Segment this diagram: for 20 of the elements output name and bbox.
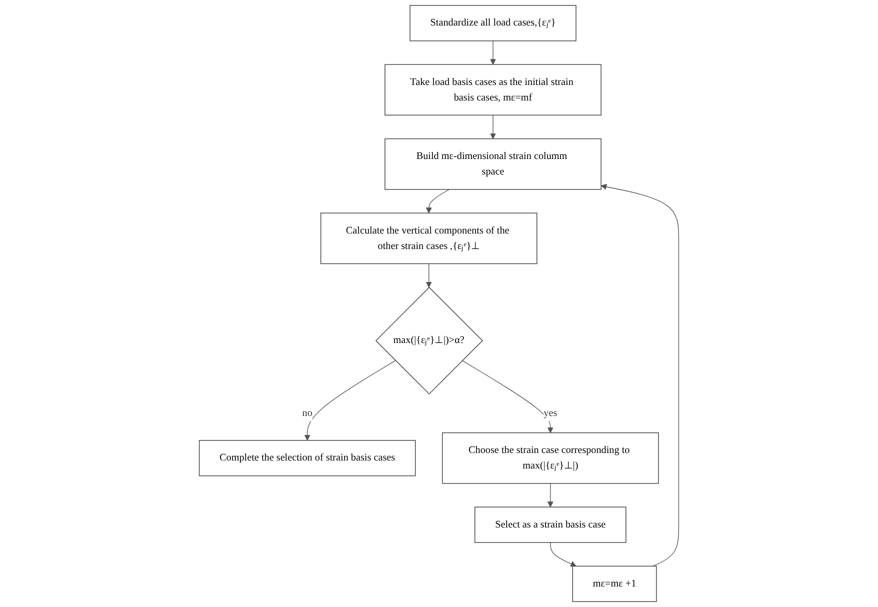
arrow [426,189,450,214]
node-box: Build mε-dimensional strain columm space [384,138,602,190]
arrow [426,263,432,288]
node-box: Select as a strain basis case [474,506,626,543]
node-box: Choose the strain case corresponding to max(|{εⱼᵉ}⊥|) [442,432,659,484]
node-box: Standardize all load cases,{εⱼᵉ} [410,5,576,42]
arrow [462,360,554,434]
node-box: Calculate the vertical components of the other strain cases ,{εⱼᵉ}⊥ [320,212,538,264]
node-box: Complete the selection of strain basis cases [198,440,416,476]
arrow [490,114,496,140]
arrow [550,542,576,567]
arrow [490,40,496,65]
node-diamond: max(|{εⱼᵉ}⊥|)>α? [375,286,483,394]
edge-label: yes [544,408,558,419]
arrow [547,483,554,508]
arrow [600,184,680,566]
arrow [304,360,396,441]
edge-label: no [302,408,312,419]
node-box: Take load basis cases as the initial strain basis cases, mε=mf [384,64,602,116]
node-box: mε=mε +1 [572,566,657,602]
